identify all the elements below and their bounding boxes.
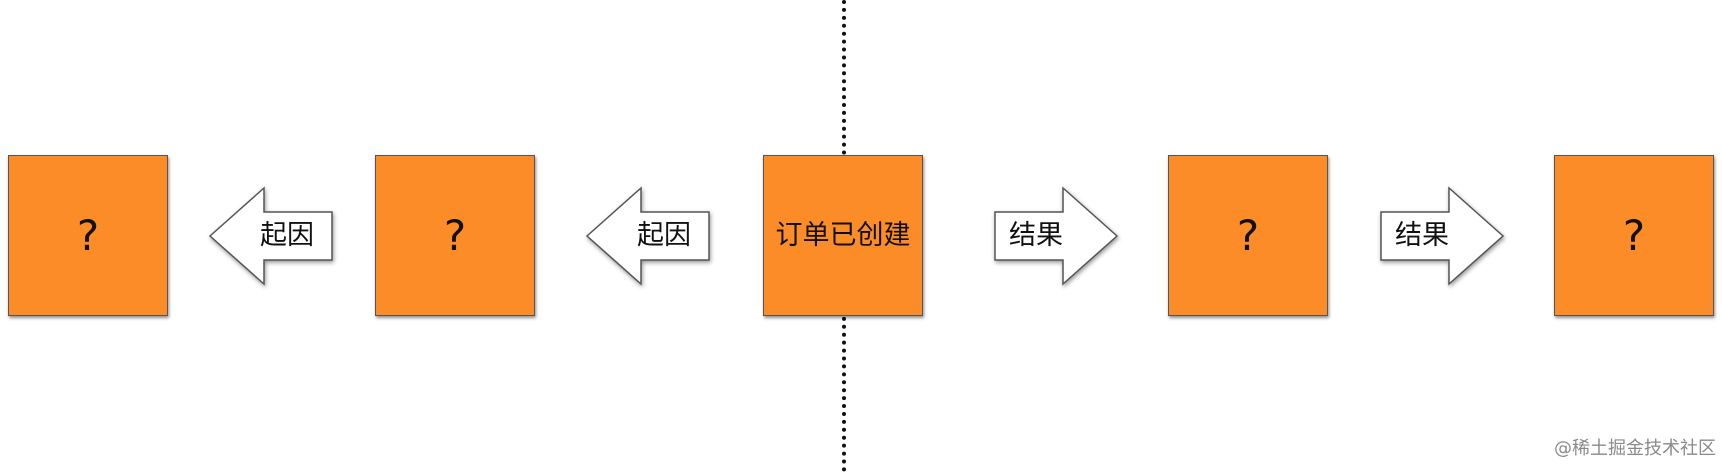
unknown-result-box-far-right: ? — [1554, 155, 1714, 316]
watermark: @稀土掘金技术社区 — [1554, 438, 1716, 459]
arrow-label: 起因 — [260, 220, 314, 251]
cause-arrow-left-inner: 起因 — [585, 186, 711, 286]
result-arrow-right-inner: 结果 — [993, 186, 1119, 286]
box-label: ? — [1236, 210, 1260, 260]
unknown-cause-box: ? — [375, 155, 535, 316]
left-arrow-icon — [585, 186, 710, 286]
result-arrow-right-outer: 结果 — [1379, 186, 1505, 286]
unknown-result-box: ? — [1168, 155, 1328, 316]
box-label: ? — [443, 210, 467, 260]
arrow-label: 结果 — [1009, 220, 1063, 251]
order-created-event-box: 订单已创建 — [763, 155, 923, 316]
box-label: ? — [76, 210, 100, 260]
unknown-cause-box-far-left: ? — [8, 155, 168, 316]
left-arrow-icon — [208, 186, 333, 286]
right-arrow-icon — [994, 186, 1119, 286]
cause-arrow-left-outer: 起因 — [208, 186, 334, 286]
arrow-label: 起因 — [637, 220, 691, 251]
arrow-label: 结果 — [1395, 220, 1449, 251]
right-arrow-icon — [1380, 186, 1505, 286]
event-label: 订单已创建 — [775, 220, 911, 251]
box-label: ? — [1622, 210, 1646, 260]
